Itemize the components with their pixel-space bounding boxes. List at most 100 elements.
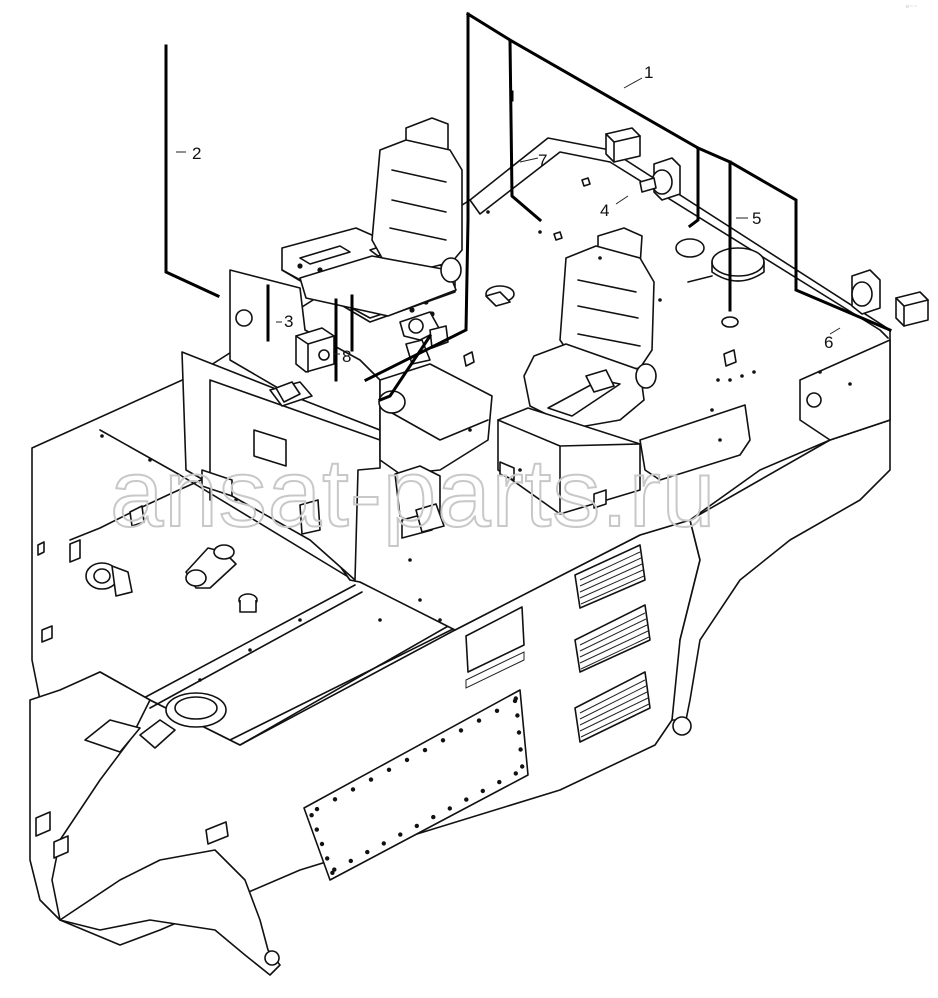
fastener-dot — [538, 230, 542, 234]
panel-bolt — [476, 718, 482, 723]
deck-fitting — [238, 593, 258, 613]
fastener-dot — [418, 598, 422, 602]
fastener-dot — [518, 468, 522, 472]
vent-grille-top — [574, 544, 646, 609]
panel-bolt — [350, 787, 356, 792]
panel-knob — [297, 263, 303, 269]
panel-bolt — [309, 813, 314, 818]
fastener-dot — [658, 298, 662, 302]
corner-mark: ᵉ⁻⁻ — [906, 3, 917, 12]
arch-pivot — [264, 950, 280, 966]
deck-floor-edge — [99, 429, 351, 579]
bolted-access-panel — [303, 689, 529, 881]
platform-right-edge — [609, 161, 889, 339]
beacon-lens — [721, 316, 739, 328]
panel-bolt — [398, 832, 403, 837]
panel-bolt — [520, 764, 525, 769]
fastener-dot — [408, 558, 412, 562]
pedestal-knob — [235, 309, 253, 327]
fastener-dot — [148, 458, 152, 462]
fastener-dot — [598, 256, 602, 260]
callout-5: 5 — [752, 209, 761, 228]
panel-bolt — [494, 708, 500, 713]
fastener-dot — [718, 438, 722, 442]
deck-motor — [85, 562, 133, 597]
fastener-dot — [752, 370, 756, 374]
explode-lines — [164, 11, 892, 402]
fastener-dot — [716, 378, 720, 382]
panel-bolt — [314, 806, 320, 812]
panel-bolt — [386, 767, 392, 772]
callout-1: 1 — [644, 63, 653, 82]
panel-knob — [409, 307, 415, 313]
callout-7: 7 — [538, 151, 547, 170]
panel-bolt — [319, 841, 325, 847]
panel-bolt — [314, 827, 319, 832]
right-console — [799, 339, 891, 441]
fastener-dot — [486, 210, 490, 214]
watermark-text: ansat-parts.ru — [110, 440, 716, 547]
switch-block-4 — [605, 127, 641, 163]
callout-labels: 1 2 3 4 5 6 7 8 — [192, 63, 833, 366]
fastener-dot — [298, 618, 302, 622]
fastener-dot — [100, 434, 104, 438]
panel-bolt — [458, 728, 464, 733]
panel-bolt — [332, 867, 337, 872]
panel-bolt — [440, 738, 446, 743]
panel-bolt — [513, 696, 518, 701]
fastener-dot — [818, 370, 822, 374]
panel-bolt — [518, 747, 523, 752]
callout-2: 2 — [192, 144, 201, 163]
fastener-dot — [378, 618, 382, 622]
console-knob — [806, 392, 822, 408]
fastener-dot — [198, 678, 202, 682]
switch-box-8 — [295, 327, 335, 373]
fastener-dot — [740, 374, 744, 378]
beacon-cap — [711, 247, 765, 277]
operator-seat-rear — [497, 227, 657, 515]
panel-bolt — [480, 788, 485, 794]
nose-hatch — [84, 719, 141, 753]
callout-8: 8 — [342, 347, 351, 366]
fastener-dot — [248, 648, 252, 652]
deck-valve-block — [185, 544, 237, 589]
fastener-dot — [468, 428, 472, 432]
panel-bolt — [325, 856, 330, 861]
fastener-dot — [848, 382, 852, 386]
panel-bolt — [381, 841, 386, 846]
panel-bolt — [431, 814, 436, 820]
vent-grilles — [465, 544, 651, 743]
callout-4: 4 — [600, 201, 609, 220]
left-wall-plate — [253, 429, 287, 467]
lamp-bezel — [675, 238, 705, 258]
panel-bolt — [404, 757, 410, 763]
deck-floor-rail — [139, 584, 363, 709]
panel-bolt — [447, 806, 452, 811]
panel-bolt — [330, 870, 335, 875]
callout-3: 3 — [284, 312, 293, 331]
panel-bolt — [332, 797, 338, 802]
fastener-dot — [438, 618, 442, 622]
deck-rear-rail — [229, 627, 456, 741]
panel-bolt — [516, 730, 522, 735]
callout-6: 6 — [824, 333, 833, 352]
panel-bolt — [365, 849, 370, 855]
panel-bolt — [348, 858, 353, 864]
panel-bolt — [422, 747, 428, 753]
vent-grille-bottom — [574, 671, 651, 743]
platform-small-parts — [100, 127, 929, 682]
platform-front-edge — [469, 151, 611, 215]
panel-bolt — [414, 823, 419, 829]
switch-block-6 — [895, 291, 929, 327]
operator-seat-front — [299, 117, 463, 365]
fastener-dot — [728, 378, 732, 382]
panel-cutout-lower — [465, 651, 525, 689]
right-step-box — [639, 404, 751, 481]
fastener-dot — [710, 408, 714, 412]
panel-bolt — [464, 797, 469, 802]
seat-front-cushion — [299, 255, 457, 317]
fastener-dot — [234, 498, 238, 502]
panel-bolt — [368, 777, 374, 782]
explode-line-2 — [164, 44, 220, 298]
